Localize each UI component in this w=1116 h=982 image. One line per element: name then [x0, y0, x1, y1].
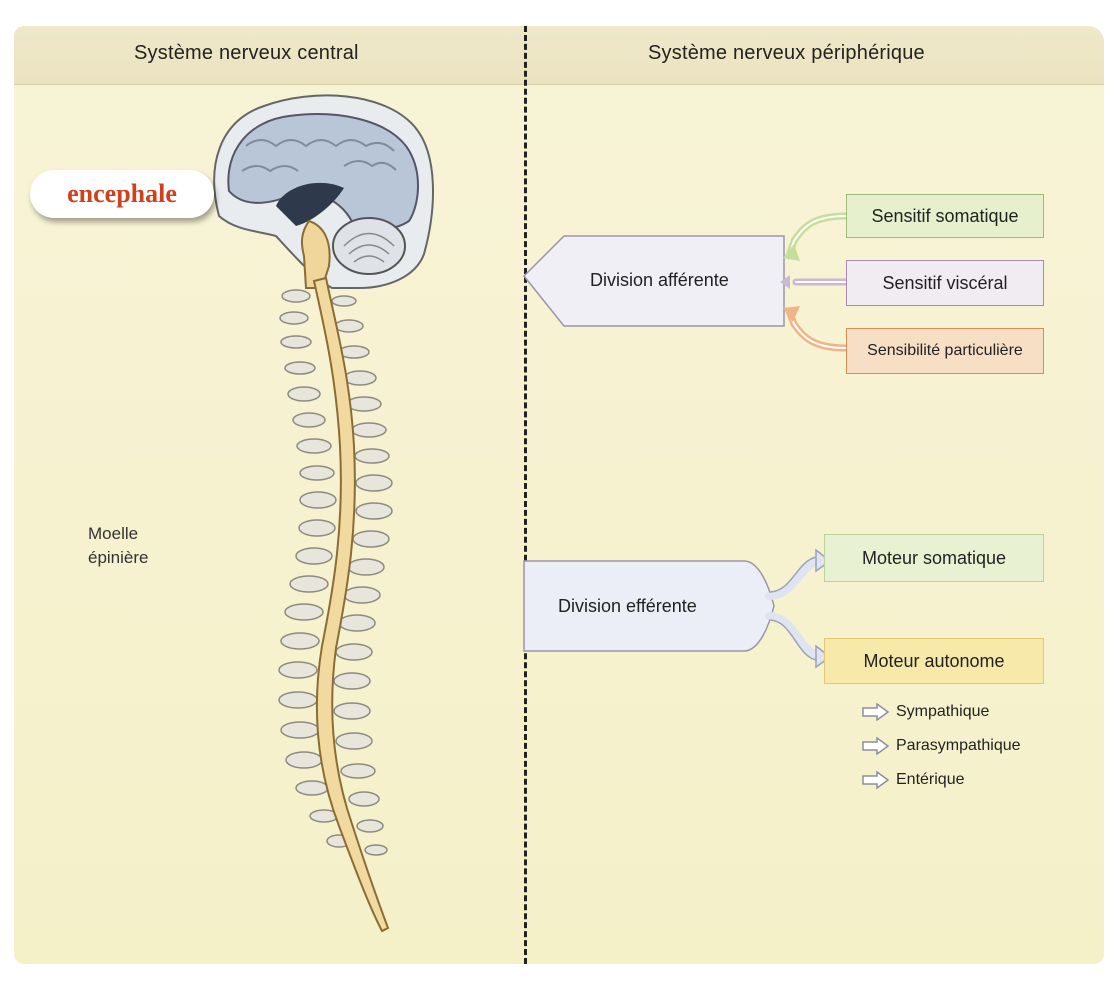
efferent-division-shape: [523, 560, 775, 652]
spinal-cord: [312, 276, 390, 933]
sympathetic-item: Sympathique: [862, 700, 989, 724]
section-divider: [524, 26, 527, 964]
special-senses-box: Sensibilité particulière: [846, 328, 1044, 374]
enteric-label: Entérique: [896, 771, 965, 788]
nervous-system-illustration: [213, 94, 850, 933]
parasympathetic-label: Parasympathique: [896, 737, 1021, 754]
cns-title: Système nerveux central: [134, 42, 359, 64]
sensory-somatic-box: Sensitif somatique: [846, 194, 1044, 238]
header-bar: Système nerveux central Système nerveux …: [14, 26, 1104, 85]
efferent-division-label: Division efférente: [558, 596, 697, 616]
diagram-panel: Système nerveux central Système nerveux …: [14, 26, 1104, 964]
encephale-label: encephale: [30, 170, 214, 218]
outline-arrow-icon: [862, 703, 890, 721]
sensory-visceral-box: Sensitif viscéral: [846, 260, 1044, 306]
parasympathetic-item: Parasympathique: [862, 734, 1021, 758]
spinal-cord-label-line1: Moelle: [88, 524, 139, 543]
outline-arrow-icon: [862, 771, 890, 789]
sympathetic-label: Sympathique: [896, 703, 990, 720]
spinal-cord-label: Moelle épinière: [88, 522, 149, 570]
afferent-division-label: Division afférente: [590, 270, 729, 290]
spinal-cord-label-line2: épinière: [88, 548, 149, 567]
motor-autonomic-box: Moteur autonome: [824, 638, 1044, 684]
motor-somatic-box: Moteur somatique: [824, 534, 1044, 582]
enteric-item: Entérique: [862, 768, 965, 792]
outline-arrow-icon: [862, 737, 890, 755]
efferent-arrows: [765, 557, 823, 660]
head-illustration: [213, 94, 434, 289]
pns-title: Système nerveux périphérique: [648, 42, 925, 64]
